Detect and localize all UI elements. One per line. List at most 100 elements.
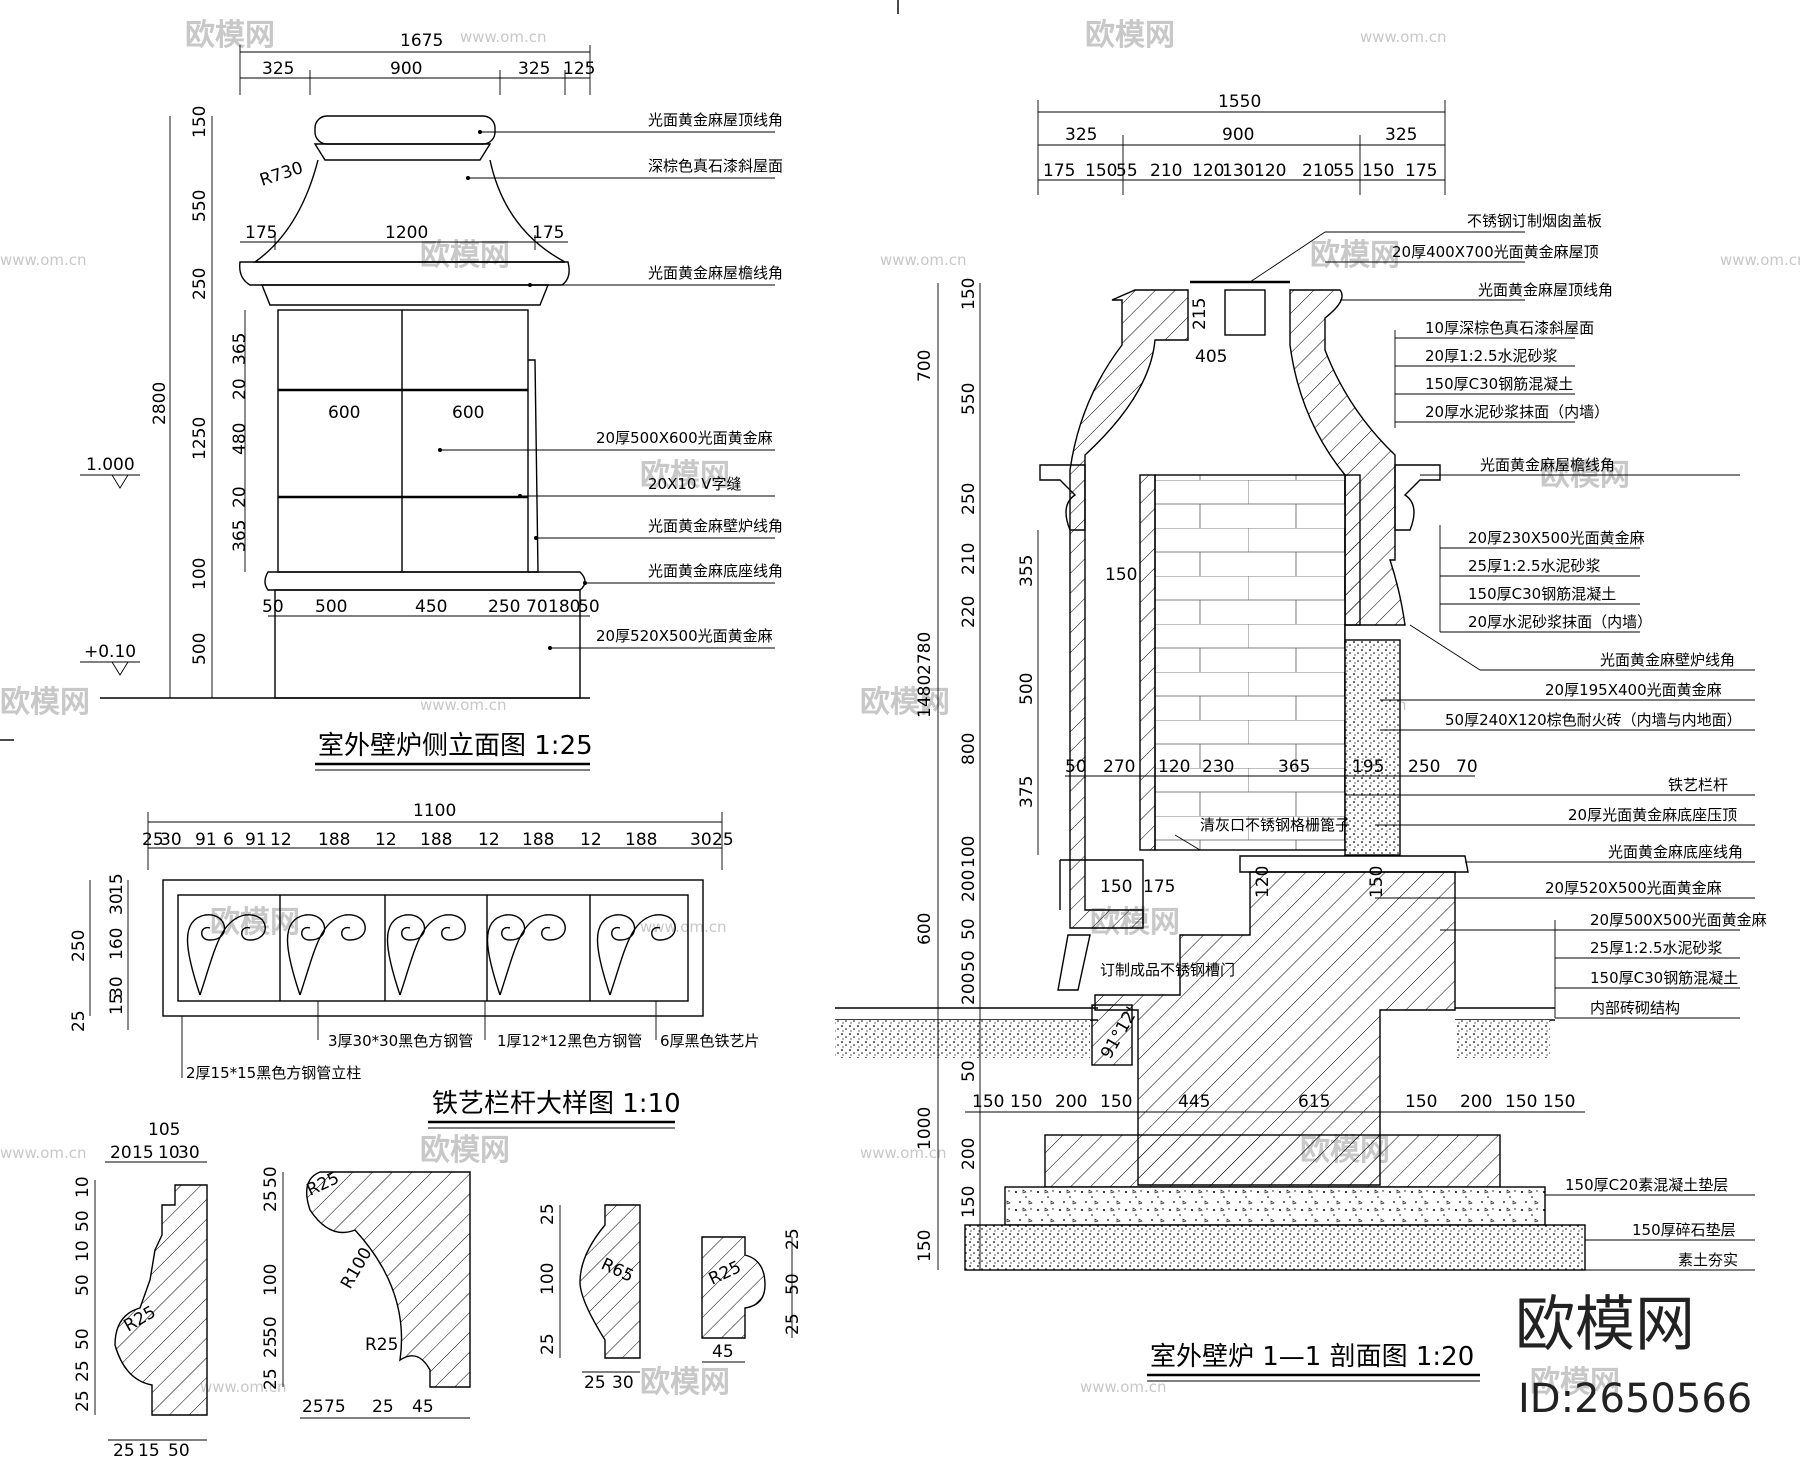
label: 150厚C20素混凝土垫层 xyxy=(1565,1176,1728,1194)
dim-text: 25 xyxy=(261,1368,281,1390)
dim-text: 375 xyxy=(1017,776,1037,808)
watermark-site: www.om.cn xyxy=(880,251,967,269)
dim-text: 325 xyxy=(1065,125,1097,145)
dim-text: 25 xyxy=(261,1336,281,1358)
label: 光面黄金麻底座线角 xyxy=(1608,843,1743,861)
dim-text: 188 xyxy=(522,830,554,850)
drawing-title: 铁艺栏杆大样图 1:10 xyxy=(432,1089,681,1119)
dim-text: 15 xyxy=(107,873,127,895)
base-moulding xyxy=(264,571,586,591)
label: 深棕色真石漆斜屋面 xyxy=(648,157,783,175)
watermark-text: 欧模网 xyxy=(640,458,730,493)
railing-scroll-pattern xyxy=(186,895,676,1001)
dim-text: 25 xyxy=(538,1333,558,1355)
dim-text: 91 xyxy=(245,830,267,850)
label: 2厚15*15黑色方钢管立柱 xyxy=(186,1064,361,1082)
dim-text: 188 xyxy=(625,830,657,850)
dim-text: 100 xyxy=(538,1263,558,1295)
ash-door xyxy=(1057,934,1091,991)
label: 10厚深棕色真石漆斜屋面 xyxy=(1425,319,1594,337)
label: 20厚400X700光面黄金麻屋顶 xyxy=(1392,243,1599,261)
dim-text: 1100 xyxy=(413,801,456,821)
dim-text: 180 xyxy=(548,597,580,617)
dim-text: 325 xyxy=(1385,125,1417,145)
dim-text: 150 xyxy=(1100,1092,1132,1112)
drawing-title: 室外壁炉侧立面图 1:25 xyxy=(318,731,593,761)
dim-text: 365 xyxy=(230,520,250,552)
dim-text: 188 xyxy=(318,830,350,850)
dim-text: 445 xyxy=(1178,1092,1210,1112)
dim-text: 1675 xyxy=(400,31,443,51)
dim-text: 365 xyxy=(230,333,250,365)
dim-text: 125 xyxy=(563,59,595,79)
dim-text: 50 xyxy=(959,950,979,972)
footing xyxy=(1044,1134,1501,1188)
watermark-text: 欧模网 xyxy=(420,238,510,273)
dim-text: 25 xyxy=(783,1313,803,1335)
label: 1厚12*12黑色方钢管 xyxy=(497,1032,642,1050)
dim-text: 200 xyxy=(1055,1092,1087,1112)
label: 25厚1:2.5水泥砂浆 xyxy=(1590,939,1723,957)
dim-text: 25 xyxy=(372,1397,394,1417)
dim-text: 25 xyxy=(73,1360,93,1382)
dim-text: 200 xyxy=(1460,1092,1492,1112)
dim-text: 150 xyxy=(1085,161,1117,181)
dim-text: 25 xyxy=(538,1203,558,1225)
dim-text: 50 xyxy=(73,1328,93,1350)
dim-text: 25 xyxy=(302,1397,324,1417)
watermark-text: 欧模网 xyxy=(210,905,300,940)
dim-text: 175 xyxy=(532,223,564,243)
dim-text: 120 xyxy=(1158,757,1190,777)
dim-text: 30 xyxy=(107,976,127,998)
watermark-site: www.om.cn xyxy=(860,1144,947,1162)
watermark-text: 欧模网 xyxy=(185,18,275,53)
watermark-text: 欧模网 xyxy=(0,685,90,720)
label: 20厚520X500光面黄金麻 xyxy=(1545,879,1722,897)
dim-text: 2800 xyxy=(150,382,170,425)
dim-text: 900 xyxy=(390,59,422,79)
dim-text: 325 xyxy=(518,59,550,79)
radius-text: R25 xyxy=(365,1335,398,1355)
label: 订制成品不锈钢槽门 xyxy=(1100,961,1235,979)
label: 不锈钢订制烟囱盖板 xyxy=(1467,212,1602,230)
dim-text: 10 xyxy=(73,1240,93,1262)
label: 光面黄金麻屋顶线角 xyxy=(648,111,783,129)
label: 20厚230X500光面黄金麻 xyxy=(1468,529,1645,547)
mortar-backfill xyxy=(1344,639,1401,856)
flue-cap xyxy=(1224,289,1266,336)
side-elevation: 1675 325 900 325 125 R730 175 1200 175 6… xyxy=(80,31,783,771)
dim-text: 600 xyxy=(452,403,484,423)
railing-frame xyxy=(162,879,704,1017)
dim-text: 25 xyxy=(73,1390,93,1412)
dim-text: 25 xyxy=(261,1190,281,1212)
dim-text: 150 xyxy=(1100,877,1132,897)
label: 20X10 V字缝 xyxy=(648,475,741,493)
label: 20厚500X600光面黄金麻 xyxy=(596,429,773,447)
watermark-text: 欧模网 xyxy=(1530,1365,1620,1400)
dim-text: 150 xyxy=(1105,565,1137,585)
dim-text: 20 xyxy=(230,486,250,508)
dim-text: 250 xyxy=(959,483,979,515)
level-mark: +0.10 xyxy=(84,642,136,662)
dim-text: 30 xyxy=(612,1373,634,1393)
level-mark: 1.000 xyxy=(86,455,135,475)
watermark-text: 欧模网 xyxy=(1085,18,1175,53)
label: 光面黄金麻屋檐线角 xyxy=(1480,456,1615,474)
watermark-text: 欧模网 xyxy=(420,1133,510,1168)
dim-text: 75 xyxy=(324,1397,346,1417)
dim-text: 150 xyxy=(959,278,979,310)
dim-text: 270 xyxy=(1103,757,1135,777)
dim-text: 100 xyxy=(959,836,979,868)
eave-moulding-left xyxy=(1039,464,1086,531)
label: 铁艺栏杆 xyxy=(1668,776,1728,794)
dim-text: 12 xyxy=(375,830,397,850)
dim-text: 45 xyxy=(412,1397,434,1417)
dim-text: 355 xyxy=(1017,555,1037,587)
dim-text: 30 xyxy=(160,830,182,850)
dim-text: 365 xyxy=(1278,757,1310,777)
dim-text: 550 xyxy=(959,383,979,415)
label: 150厚C30钢筋混凝土 xyxy=(1590,969,1738,987)
dim-text: 91 xyxy=(195,830,217,850)
watermark-site: www.om.cn xyxy=(1720,251,1800,269)
eave-moulding xyxy=(239,261,570,286)
